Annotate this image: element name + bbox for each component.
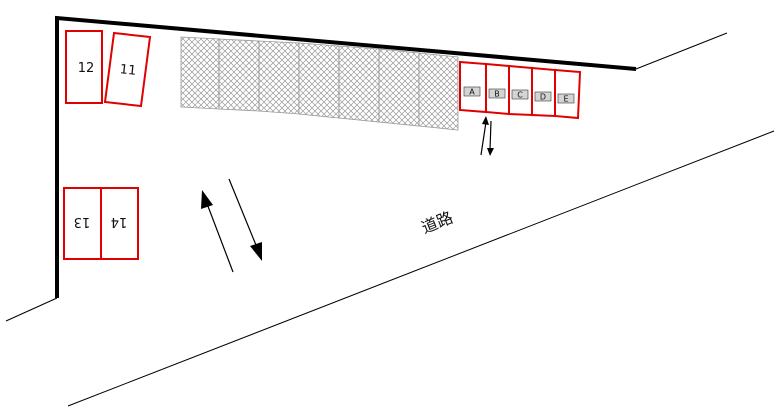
road-edge-lower-left <box>5 297 58 322</box>
bike-slot-a-label: A <box>469 88 475 97</box>
road-edge-upper-right <box>635 32 728 70</box>
bike-slot-e: E <box>554 68 582 120</box>
lot-boundary <box>55 15 637 298</box>
stall-13: 13 <box>63 187 102 260</box>
stall-11: 11 <box>103 31 152 108</box>
bike-slot-c: C <box>508 64 533 117</box>
bike-slot-b: B <box>485 62 510 116</box>
bike-slot-d: D <box>531 66 556 118</box>
bike-slot-c-label: C <box>517 91 523 100</box>
traffic-flow-arrows-icon <box>201 178 262 273</box>
road-label: 道路 <box>419 208 456 238</box>
hatched-zone <box>180 36 459 131</box>
stall-12: 12 <box>65 30 103 104</box>
bike-slot-a: A <box>459 60 487 114</box>
bike-entry-arrows-icon <box>480 116 494 156</box>
stall-14: 14 <box>100 187 139 260</box>
bike-slot-e-label: E <box>563 95 568 104</box>
stall-12-label: 12 <box>78 61 95 76</box>
stall-14-label: 14 <box>111 214 128 229</box>
stall-11-label: 11 <box>119 62 137 79</box>
stall-13-label: 13 <box>74 214 91 229</box>
bike-slot-d-label: D <box>540 93 546 102</box>
bike-slot-b-label: B <box>494 90 500 99</box>
road-edge-far <box>67 130 775 407</box>
